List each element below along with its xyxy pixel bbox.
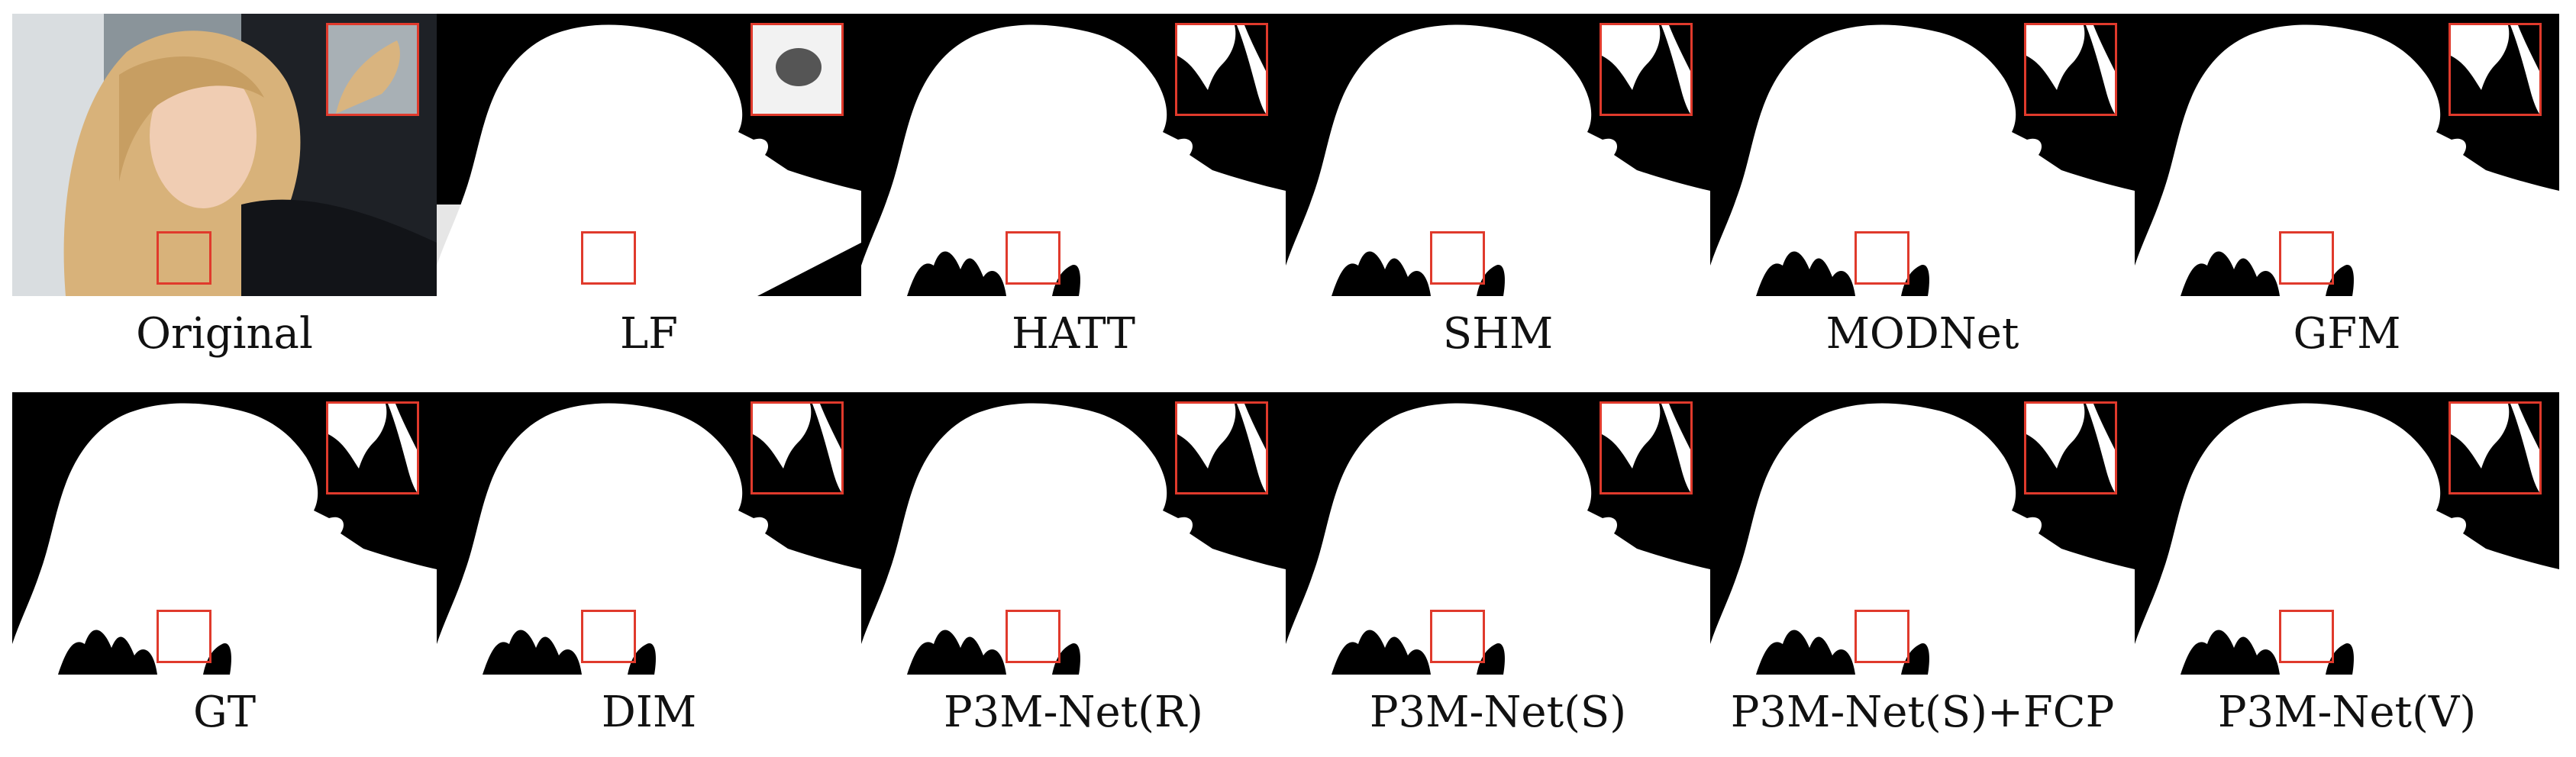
alpha-matte [1286, 392, 1710, 675]
zoom-region [581, 231, 636, 285]
alpha-matte [2135, 14, 2559, 296]
caption-gt: GT [192, 688, 257, 737]
zoom-inset [2024, 23, 2117, 116]
caption-p3m-net-v: P3M-Net(V) [2217, 688, 2477, 737]
zoom-inset [751, 23, 844, 116]
alpha-matte [12, 392, 437, 675]
alpha-matte [1286, 14, 1710, 296]
caption-p3m-net-r: P3M-Net(R) [943, 688, 1204, 737]
caption-dim: DIM [601, 688, 697, 737]
caption-hatt: HATT [1012, 309, 1135, 359]
zoom-region [157, 610, 211, 663]
alpha-matte [2135, 392, 2559, 675]
caption-shm: SHM [1442, 309, 1554, 359]
zoom-inset [1600, 23, 1693, 116]
zoom-region [2279, 610, 2334, 663]
zoom-inset [2024, 401, 2117, 494]
caption-gfm: GFM [2293, 309, 2401, 359]
zoom-region [1855, 231, 1909, 285]
alpha-matte [1710, 392, 2135, 675]
zoom-inset [1600, 401, 1693, 494]
zoom-region [1855, 610, 1909, 663]
zoom-inset [751, 401, 844, 494]
zoom-region [157, 231, 211, 285]
caption-p3m-net-s-fcp: P3M-Net(S)+FCP [1730, 688, 2115, 737]
zoom-region [1006, 610, 1060, 663]
zoom-inset [2448, 23, 2542, 116]
alpha-matte [437, 14, 861, 296]
zoom-inset [1175, 23, 1268, 116]
zoom-region [1430, 231, 1485, 285]
caption-original: Original [136, 309, 313, 359]
zoom-inset [2448, 401, 2542, 494]
alpha-matte [861, 14, 1286, 296]
caption-lf: LF [619, 309, 679, 359]
zoom-inset [1175, 401, 1268, 494]
zoom-region [1006, 231, 1060, 285]
zoom-inset [326, 23, 419, 116]
caption-p3m-net-s: P3M-Net(S) [1369, 688, 1627, 737]
alpha-matte [861, 392, 1286, 675]
zoom-region [1430, 610, 1485, 663]
zoom-inset [326, 401, 419, 494]
caption-modnet: MODNet [1825, 309, 2019, 359]
zoom-region [2279, 231, 2334, 285]
zoom-region [581, 610, 636, 663]
alpha-matte [1710, 14, 2135, 296]
alpha-matte [437, 392, 861, 675]
original-photo [12, 14, 437, 296]
